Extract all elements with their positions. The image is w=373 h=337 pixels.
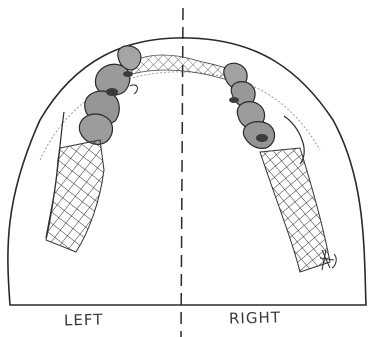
left-mesh xyxy=(46,140,104,252)
right-label: RIGHT xyxy=(229,308,281,327)
teeth-right xyxy=(224,63,275,148)
teeth-left xyxy=(79,46,141,145)
right-mesh xyxy=(260,148,330,272)
left-label: LEFT xyxy=(64,310,104,329)
